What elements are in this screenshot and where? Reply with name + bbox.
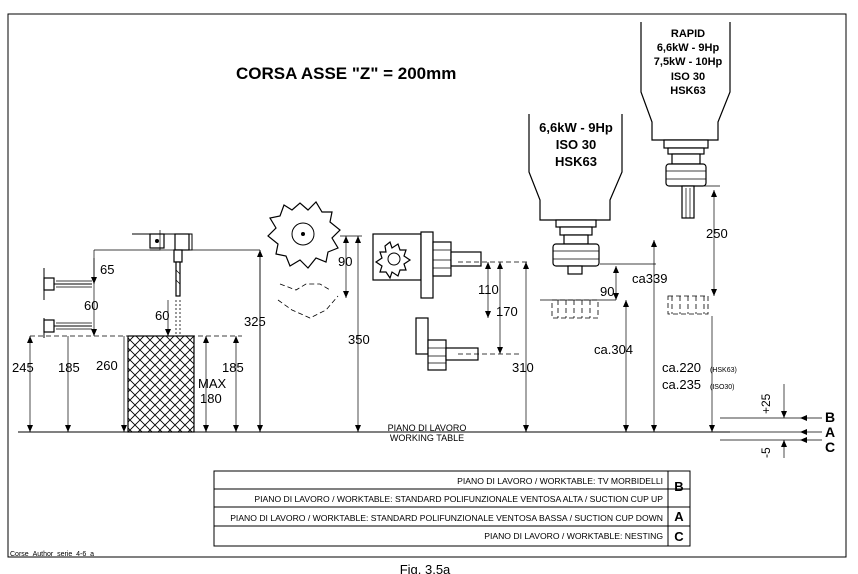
dim-185-b: 185 [222, 360, 244, 375]
mark-b: B [825, 409, 835, 425]
spindle-rapid: RAPID 6,6kW - 9Hp 7,5kW - 10Hp ISO 30 HS… [640, 22, 731, 315]
spindle-rapid-line-2: 6,6kW - 9Hp [657, 42, 720, 54]
diagram-title: CORSA ASSE "Z" = 200mm [236, 64, 456, 83]
dim-ca304: ca.304 [594, 342, 633, 357]
legend-row-1-code: B [674, 479, 683, 494]
dim-ca235: ca.235 [662, 377, 701, 392]
spindle-rapid-line-4: ISO 30 [671, 71, 705, 83]
dim-180: 180 [200, 391, 222, 406]
dim-350: 350 [348, 332, 370, 347]
dim-minus5: -5 [759, 447, 773, 458]
dim-60-b: 60 [155, 308, 169, 323]
dim-plus25: +25 [759, 393, 773, 414]
legend-row-4-text: PIANO DI LAVORO / WORKTABLE: NESTING [484, 531, 663, 541]
dim-260: 260 [96, 358, 118, 373]
mark-a: A [825, 424, 835, 440]
dim-185-a: 185 [58, 360, 80, 375]
spindle-standard: 6,6kW - 9Hp ISO 30 HSK63 [528, 114, 623, 319]
legend-row-3-text: PIANO DI LAVORO / WORKTABLE: STANDARD PO… [230, 513, 663, 523]
dim-310: 310 [512, 360, 534, 375]
drilling-head [43, 230, 193, 338]
legend-row-3-code: A [674, 509, 684, 524]
dim-60-a: 60 [84, 298, 98, 313]
legend-row-4-code: C [674, 529, 684, 544]
dim-ca220: ca.220 [662, 360, 701, 375]
aggregate-unit [372, 231, 482, 371]
dim-max: MAX [198, 376, 227, 391]
mark-c: C [825, 439, 835, 455]
dimension-lines [27, 190, 822, 458]
spindle-rapid-line-1: RAPID [671, 28, 705, 40]
workpiece-block [127, 335, 195, 433]
worktable-legend-table: PIANO DI LAVORO / WORKTABLE: TV MORBIDEL… [213, 470, 691, 547]
drawing-frame [7, 13, 847, 558]
dim-ca339: ca339 [632, 271, 667, 286]
dim-110: 110 [478, 282, 499, 297]
dim-245: 245 [12, 360, 34, 375]
spindle-rapid-line-5: HSK63 [670, 85, 705, 97]
dim-90-b: 90 [600, 284, 614, 299]
dim-90-a: 90 [338, 254, 352, 269]
horizontal-saw-unit [267, 201, 341, 319]
dim-325: 325 [244, 314, 266, 329]
figure-caption: Fig. 3.5a [400, 562, 451, 574]
legend-row-1-text: PIANO DI LAVORO / WORKTABLE: TV MORBIDEL… [457, 476, 663, 486]
working-table-label-2: WORKING TABLE [390, 433, 464, 443]
spindle-std-line-3: HSK63 [555, 154, 597, 169]
dim-250: 250 [706, 226, 728, 241]
dim-hsk63-note: (HSK63) [710, 367, 737, 374]
dim-65: 65 [100, 262, 114, 277]
working-table-label-1: PIANO DI LAVORO [388, 423, 467, 433]
drawing-code: Corse_Author_serie_4-6_a [10, 551, 94, 558]
dim-iso30-note: (ISO30) [710, 384, 735, 391]
dimension-labels: 65 60 60 245 185 260 325 90 350 185 MAX … [12, 226, 835, 458]
spindle-rapid-line-3: 7,5kW - 10Hp [654, 56, 723, 68]
legend-row-2-text: PIANO DI LAVORO / WORKTABLE: STANDARD PO… [254, 494, 663, 504]
dim-170: 170 [496, 304, 518, 319]
spindle-std-line-2: ISO 30 [556, 137, 596, 152]
spindle-std-line-1: 6,6kW - 9Hp [539, 120, 613, 135]
